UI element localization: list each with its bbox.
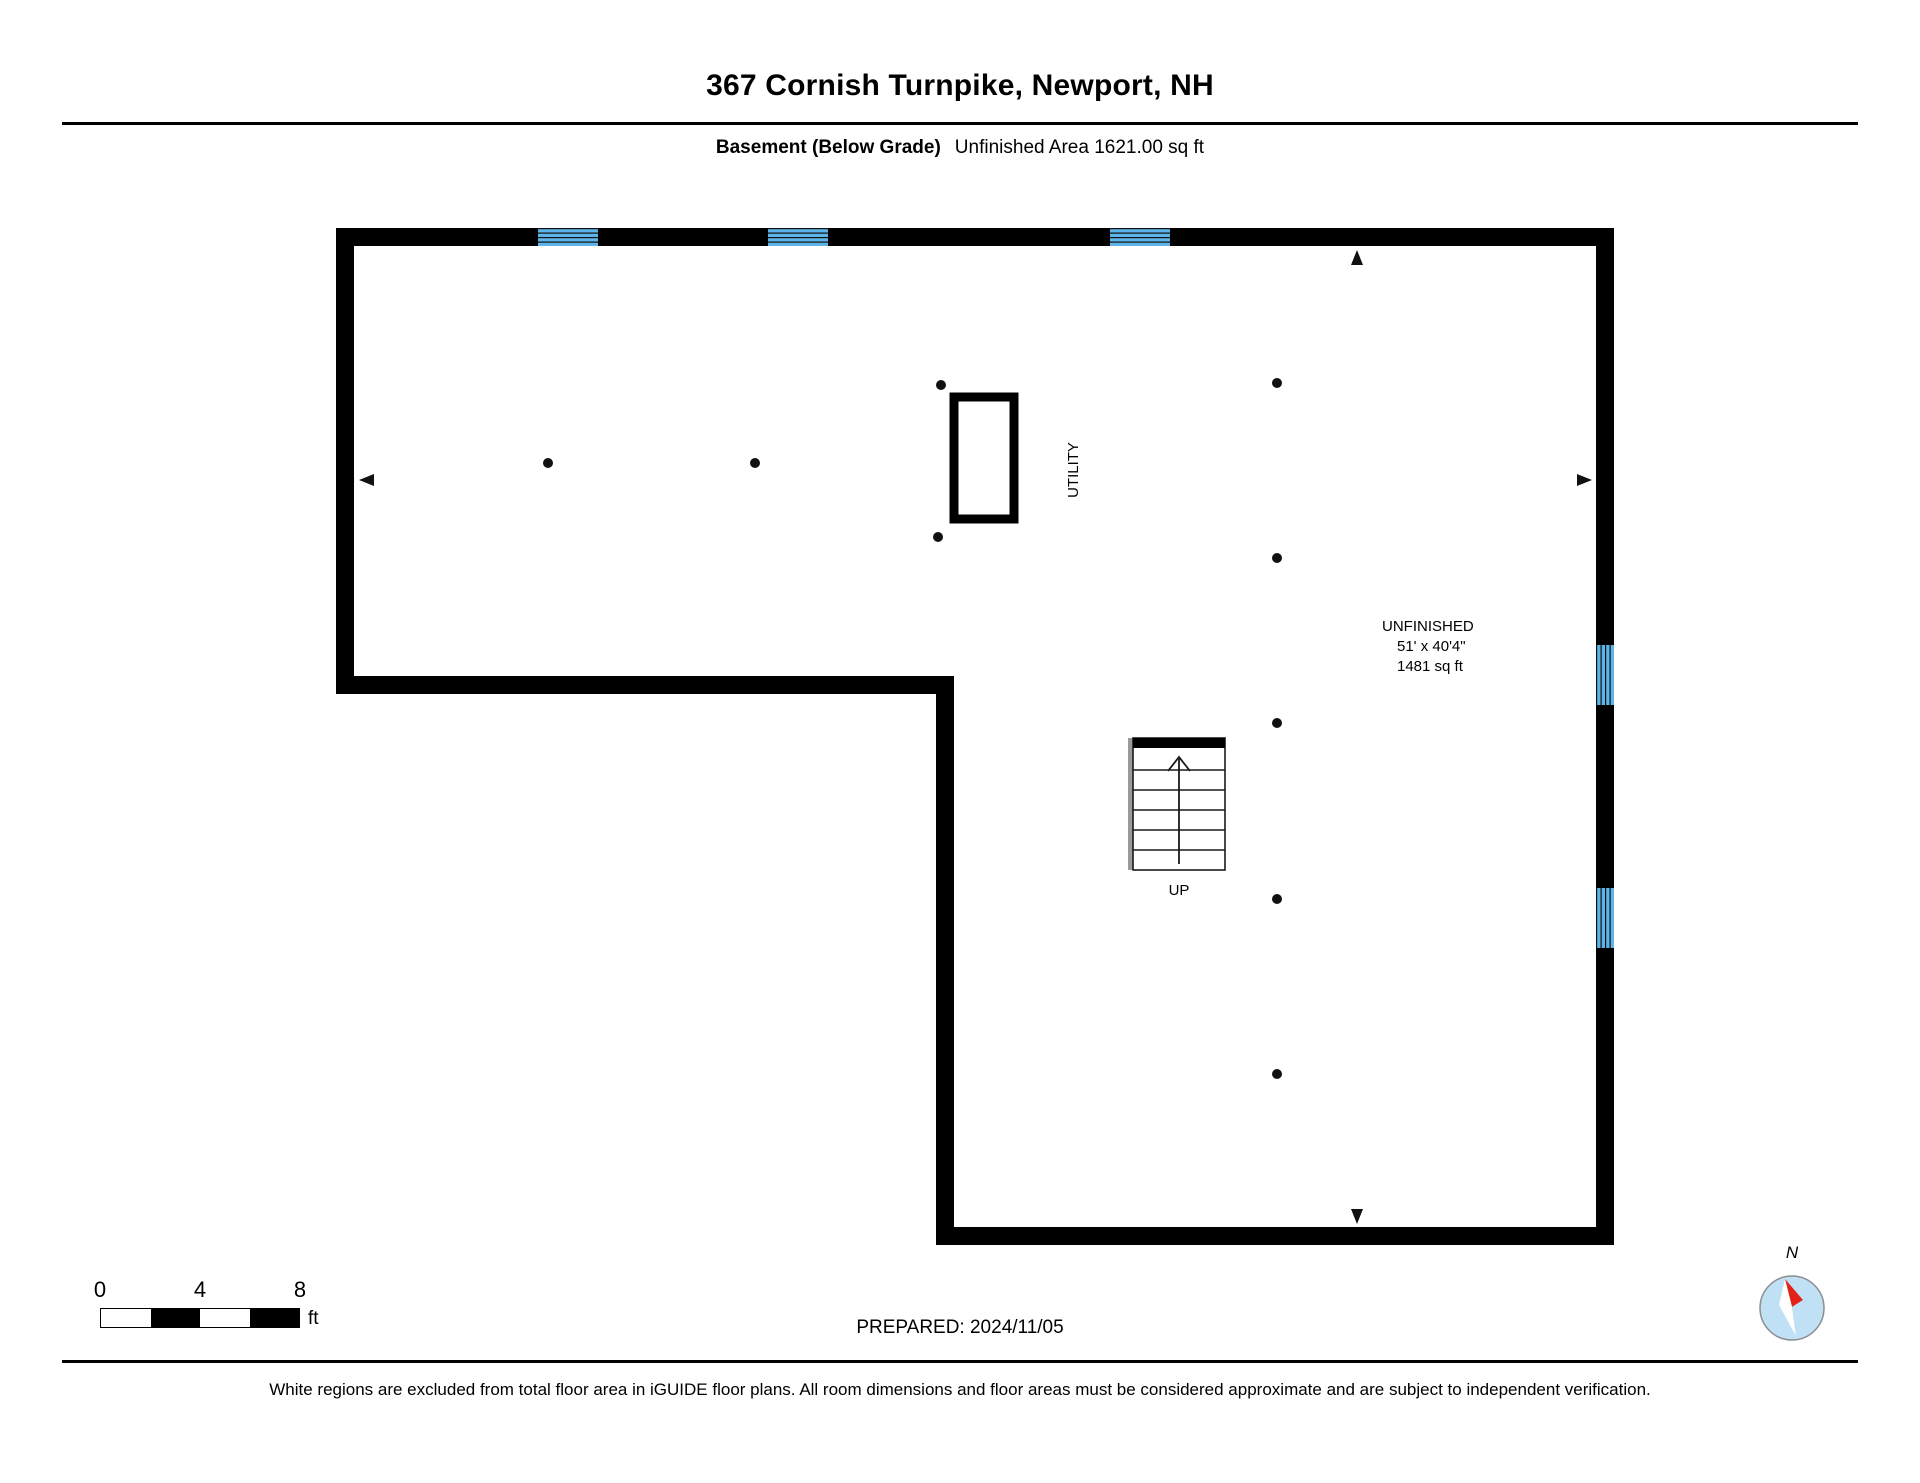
dimension-arrow-bottom [1351, 1209, 1363, 1224]
column-dot [936, 380, 946, 390]
wall-middle-vertical [936, 676, 954, 1245]
room-dimensions-unfinished: 51' x 40'4" [1397, 638, 1466, 655]
scale-tick-0: 0 [93, 1277, 107, 1302]
wall-right [1596, 228, 1614, 1245]
column-dot [750, 458, 760, 468]
compass-needle-lower-right [1792, 1300, 1803, 1336]
window-top-1 [538, 228, 598, 246]
staircase [1128, 737, 1226, 871]
column-dot [543, 458, 553, 468]
window-right-2 [1596, 888, 1614, 948]
utility-closet-outline [949, 392, 1019, 524]
compass-needle-south [1779, 1279, 1792, 1307]
scale-segment [101, 1309, 151, 1327]
dimension-arrow-left [359, 474, 374, 486]
room-area-unfinished: 1481 sq ft [1397, 658, 1464, 675]
compass-needle-lower [1779, 1305, 1796, 1336]
column-dot [1272, 553, 1282, 563]
level-label: Basement (Below Grade) [715, 137, 941, 158]
column-dot [1272, 894, 1282, 904]
compass-icon [1759, 1275, 1825, 1341]
room-label-unfinished: UNFINISHED [1382, 618, 1474, 635]
wall-top [336, 228, 1614, 246]
footer-divider [62, 1360, 1858, 1363]
scale-bar [100, 1308, 300, 1328]
scale-tick-4: 4 [193, 1277, 207, 1302]
room-label-utility: UTILITY [1065, 442, 1082, 498]
level-summary: Basement (Below Grade) Unfinished Area 16… [0, 135, 1920, 161]
scale-segment [249, 1309, 299, 1327]
window-top-3 [1110, 228, 1170, 246]
scale-tick-8: 8 [293, 1277, 307, 1302]
stair-landing [1133, 738, 1225, 748]
wall-left [336, 228, 354, 694]
wall-bottom [936, 1227, 1614, 1245]
scale-segment [150, 1309, 200, 1327]
dimension-arrow-right [1577, 474, 1592, 486]
page-title: 367 Cornish Turnpike, Newport, NH [706, 69, 1214, 102]
dimension-arrow-top [1351, 250, 1363, 265]
stair-label-up: UP [1169, 882, 1190, 899]
floor-area [340, 228, 1610, 1245]
column-dot [933, 532, 943, 542]
level-area-summary: Unfinished Area 1621.00 sq ft [954, 137, 1205, 158]
compass-needle-north [1785, 1279, 1803, 1307]
compass-north-label: N [1785, 1243, 1799, 1262]
window-top-2 [768, 228, 828, 246]
disclaimer-text: White regions are excluded from total fl… [269, 1380, 1651, 1399]
stair-direction-arrow-head [1167, 755, 1191, 772]
wall-middle-horizontal [336, 676, 954, 694]
column-dot [1272, 1069, 1282, 1079]
prepared-date: PREPARED: 2024/11/05 [856, 1317, 1064, 1338]
column-dot [1272, 378, 1282, 388]
scale-unit-label: ft [308, 1308, 319, 1329]
stair-edge [1128, 738, 1133, 870]
scale-segment [200, 1309, 250, 1327]
window-right-1 [1596, 645, 1614, 705]
header-divider [62, 122, 1858, 125]
column-dot [1272, 718, 1282, 728]
